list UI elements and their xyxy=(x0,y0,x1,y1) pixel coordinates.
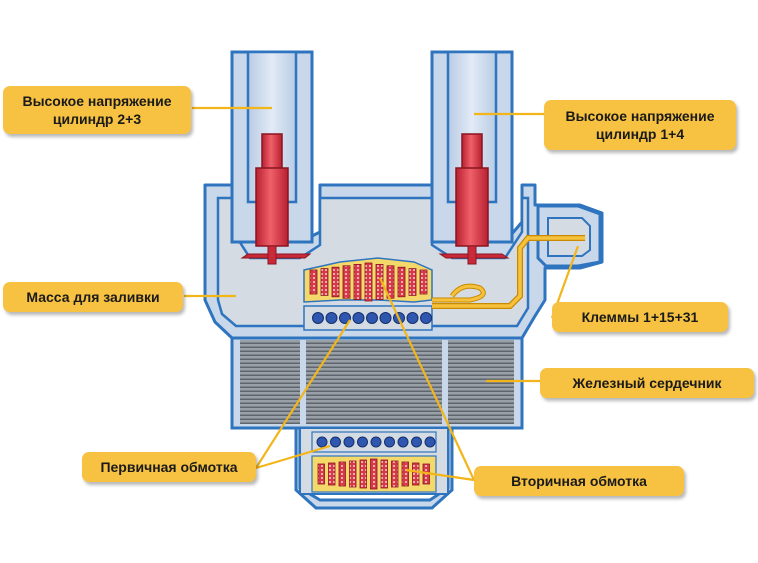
label-high-voltage-cyl-2-3-line1: Высокое напряжение xyxy=(22,93,172,109)
secondary-winding-turn xyxy=(370,458,378,490)
primary-winding-turn xyxy=(325,312,338,324)
primary-winding-lower xyxy=(311,431,437,453)
primary-winding-turn xyxy=(352,312,365,324)
secondary-winding-turn xyxy=(401,461,409,487)
primary-winding-turn xyxy=(370,436,382,448)
primary-winding-turn xyxy=(379,312,392,324)
secondary-winding-turn xyxy=(412,462,420,486)
label-terminals: Клеммы 1+15+31 xyxy=(552,302,728,332)
label-iron-core: Железный сердечник xyxy=(540,368,754,398)
hv-tower-left xyxy=(230,50,314,265)
primary-winding-turn xyxy=(384,436,395,448)
label-terminals-text: Клеммы 1+15+31 xyxy=(581,309,699,325)
label-primary-winding-text: Первичная обмотка xyxy=(100,459,238,475)
secondary-winding-lower xyxy=(311,455,437,493)
secondary-winding-turn xyxy=(331,266,340,298)
primary-winding-turn xyxy=(424,436,436,448)
secondary-winding-turn xyxy=(397,266,406,298)
secondary-winding-turn xyxy=(353,263,362,300)
primary-winding-turn xyxy=(357,436,368,448)
primary-winding-turn xyxy=(366,312,378,324)
label-high-voltage-cyl-1-4-line1: Высокое напряжение xyxy=(565,108,715,124)
leader-lines xyxy=(184,106,580,482)
label-high-voltage-cyl-1-4-line2: цилиндр 1+4 xyxy=(595,126,685,142)
secondary-winding-turn xyxy=(338,461,346,487)
label-potting-compound: Масса для заливки xyxy=(3,282,183,312)
secondary-winding-turn xyxy=(380,459,388,489)
primary-winding-turn xyxy=(312,312,324,324)
label-high-voltage-cyl-2-3: Высокое напряжение цилиндр 2+3 xyxy=(3,86,191,134)
label-iron-core-text: Железный сердечник xyxy=(572,375,722,391)
secondary-winding-turn xyxy=(349,460,357,488)
secondary-winding-turn xyxy=(391,460,399,488)
secondary-winding-turn xyxy=(309,269,318,295)
secondary-winding-upper xyxy=(303,257,433,303)
primary-winding-turn xyxy=(339,312,351,324)
secondary-winding-turn xyxy=(419,269,428,295)
primary-winding-upper xyxy=(303,305,433,331)
primary-winding-turn xyxy=(406,312,419,324)
secondary-winding-turn xyxy=(359,459,367,489)
primary-winding-turn xyxy=(343,436,355,448)
label-secondary-winding: Вторичная обмотка xyxy=(474,466,684,496)
secondary-winding-turn xyxy=(328,462,336,486)
secondary-winding-turn xyxy=(342,265,351,299)
secondary-winding-turn xyxy=(408,268,417,296)
primary-winding-turn xyxy=(330,436,341,448)
primary-winding-turn xyxy=(411,436,422,448)
label-potting-compound-text: Масса для заливки xyxy=(26,289,160,305)
hv-tower-right xyxy=(430,50,514,265)
secondary-winding-turn xyxy=(320,268,329,296)
secondary-winding-turn xyxy=(364,262,373,302)
terminal-wire xyxy=(432,235,585,309)
label-high-voltage-cyl-2-3-line2: цилиндр 2+3 xyxy=(52,111,142,127)
primary-winding-turn xyxy=(420,312,432,324)
label-primary-winding: Первичная обмотка xyxy=(82,452,256,482)
label-secondary-winding-text: Вторичная обмотка xyxy=(511,473,647,489)
label-high-voltage-cyl-1-4: Высокое напряжение цилиндр 1+4 xyxy=(544,100,736,150)
primary-winding-turn xyxy=(397,436,409,448)
secondary-winding-turn xyxy=(317,463,325,485)
primary-winding-turn xyxy=(316,436,328,448)
